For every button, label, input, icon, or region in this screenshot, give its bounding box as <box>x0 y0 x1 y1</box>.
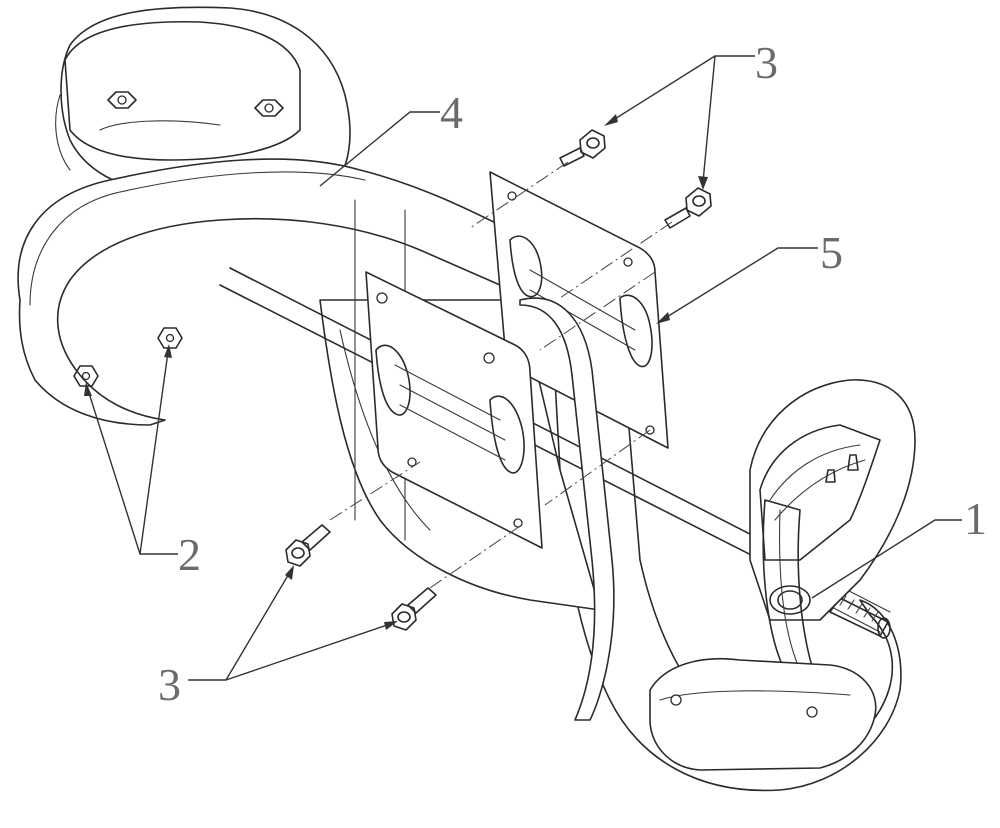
callout-4: 4 <box>440 87 463 138</box>
stud-right-2 <box>825 469 836 483</box>
callout-1: 1 <box>964 493 987 544</box>
callout-5: 5 <box>820 227 843 278</box>
callout-3-top: 3 <box>755 37 778 88</box>
left-bracket <box>55 20 301 171</box>
callout-2: 2 <box>178 529 201 580</box>
stud-right-1 <box>847 454 859 471</box>
front-mounting-plate <box>365 271 543 549</box>
callout-3-bottom: 3 <box>158 659 181 710</box>
hex-nut-top-right <box>254 99 284 117</box>
hex-nut-top-left <box>107 91 137 109</box>
hex-nut-part-2-right <box>157 327 183 349</box>
bolt-part-3-top-b <box>664 187 712 229</box>
front-strap <box>519 297 615 721</box>
right-flange-hub <box>749 379 916 691</box>
hex-nut-part-2-left <box>73 365 99 387</box>
bolt-part-3-bottom-b <box>391 587 437 631</box>
bolt-part-3-top-a <box>559 129 606 167</box>
lower-right-foot <box>649 657 877 771</box>
bolt-part-3-bottom-a <box>285 524 331 567</box>
center-lines <box>329 161 673 589</box>
leader-lines <box>84 55 962 681</box>
callout-labels: 1 2 3 3 4 5 <box>158 37 987 710</box>
